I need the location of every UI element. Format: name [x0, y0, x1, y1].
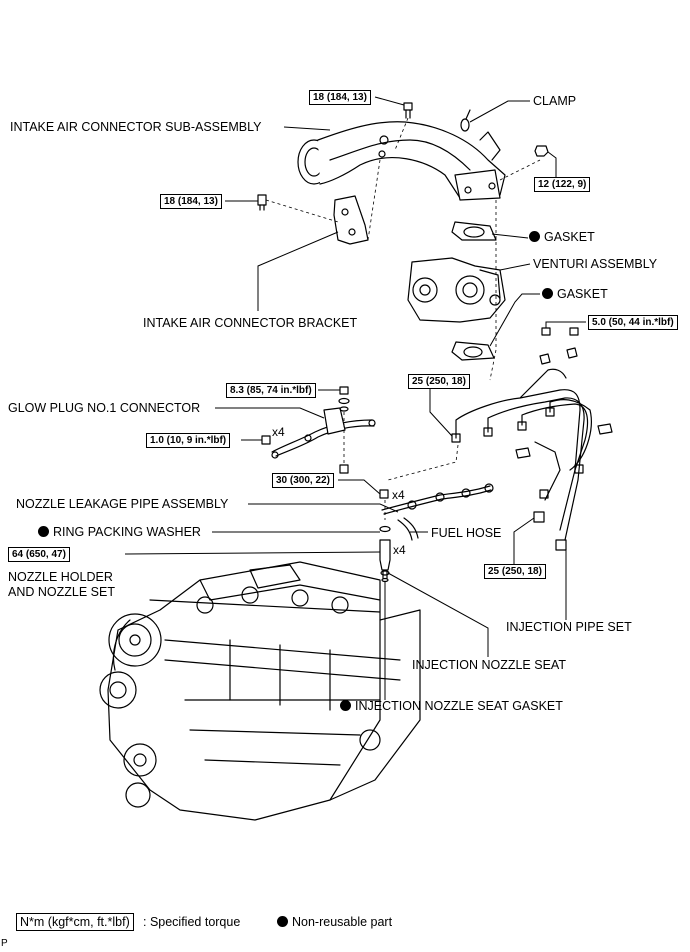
- leader-t2: [547, 151, 557, 178]
- leader-t9: [124, 551, 381, 555]
- label-gasket-upper: GASKET: [529, 230, 595, 244]
- injection-pipe-part: [451, 347, 613, 551]
- dash-3: [265, 199, 339, 223]
- torque-t7: 1.0 (10, 9 in.*lbf): [146, 433, 231, 448]
- torque-t10: 25 (250, 18): [484, 564, 546, 579]
- leader-t10: [513, 517, 535, 564]
- dash-4: [499, 159, 541, 181]
- label-fuel-hose: FUEL HOSE: [431, 526, 502, 540]
- nut-right: [534, 145, 549, 157]
- dash-2: [367, 159, 381, 241]
- label-nozzle-holder-2: AND NOZZLE SET: [8, 585, 115, 599]
- bolt-bracket: [257, 194, 267, 211]
- engine-block: [99, 561, 421, 821]
- bolt-top: [403, 102, 413, 119]
- leader-glow: [215, 407, 325, 419]
- label-intake-connector: INTAKE AIR CONNECTOR SUB-ASSEMBLY: [10, 120, 262, 134]
- label-glow-plug: GLOW PLUG NO.1 CONNECTOR: [8, 401, 201, 415]
- clamp-part: [460, 109, 471, 132]
- leader-bracket: [257, 231, 339, 311]
- dash-6: [387, 444, 459, 481]
- torque-t5: 25 (250, 18): [408, 374, 470, 389]
- ring-washer-part: [379, 525, 391, 533]
- intake-air-connector: [297, 121, 506, 201]
- pipe-clamp-nuts: [541, 327, 579, 336]
- torque-t4: 5.0 (50, 44 in.*lbf): [588, 315, 678, 330]
- torque-t6: 8.3 (85, 74 in.*lbf): [226, 383, 316, 398]
- leader-seat: [387, 572, 489, 657]
- gasket-lower-part: [451, 341, 495, 361]
- leader-t5: [429, 382, 453, 437]
- leader-t4: [545, 321, 586, 328]
- multiplier-glow: x4: [272, 425, 285, 439]
- torque-t3: 18 (184, 13): [160, 194, 222, 209]
- leader-gasket-upper: [491, 233, 529, 239]
- torque-t8: 30 (300, 22): [272, 473, 334, 488]
- leakage-pipe-part: [379, 483, 494, 515]
- leader-t8: [338, 479, 381, 495]
- torque-t1: 18 (184, 13): [309, 90, 371, 105]
- nozzle-seat-part: [380, 570, 390, 576]
- multiplier-leakage: x4: [392, 488, 405, 502]
- legend-torque-box: N*m (kgf*cm, ft.*lbf): [16, 913, 134, 931]
- label-injection-pipe: INJECTION PIPE SET: [506, 620, 632, 634]
- leader-gasket-lower: [489, 293, 540, 347]
- label-nozzle-holder-1: NOZZLE HOLDER: [8, 570, 113, 584]
- label-venturi: VENTURI ASSEMBLY: [533, 257, 658, 271]
- torque-t9: 64 (650, 47): [8, 547, 70, 562]
- leader-leakage: [248, 503, 399, 513]
- label-clamp: CLAMP: [533, 94, 577, 108]
- fuel-hose-part: [397, 517, 419, 541]
- leader-clamp: [469, 100, 530, 123]
- torque-t2: 12 (122, 9): [534, 177, 591, 192]
- seat-gasket-part: [381, 577, 389, 583]
- dash-5: [489, 200, 497, 381]
- multiplier-nozzle: x4: [393, 543, 406, 557]
- leader-t1: [374, 96, 405, 106]
- glow-plug-hardware: [261, 386, 350, 474]
- label-ring-washer: RING PACKING WASHER: [38, 525, 201, 539]
- corner-mark: P: [1, 938, 8, 949]
- gasket-upper-part: [451, 221, 497, 241]
- legend-torque-text: : Specified torque: [143, 915, 241, 929]
- glow-plug-part: [271, 407, 376, 459]
- label-nozzle-seat-gasket: INJECTION NOZZLE SEAT GASKET: [340, 699, 563, 713]
- leader-venturi: [499, 263, 531, 271]
- leader-intake: [283, 126, 331, 131]
- legend-nonreusable: Non-reusable part: [277, 915, 392, 929]
- label-nozzle-seat: INJECTION NOZZLE SEAT: [412, 658, 566, 672]
- label-leakage-pipe: NOZZLE LEAKAGE PIPE ASSEMBLY: [16, 497, 229, 511]
- label-gasket-lower: GASKET: [542, 287, 608, 301]
- label-bracket: INTAKE AIR CONNECTOR BRACKET: [143, 316, 358, 330]
- venturi-part: [407, 257, 506, 323]
- bracket-part: [333, 195, 369, 245]
